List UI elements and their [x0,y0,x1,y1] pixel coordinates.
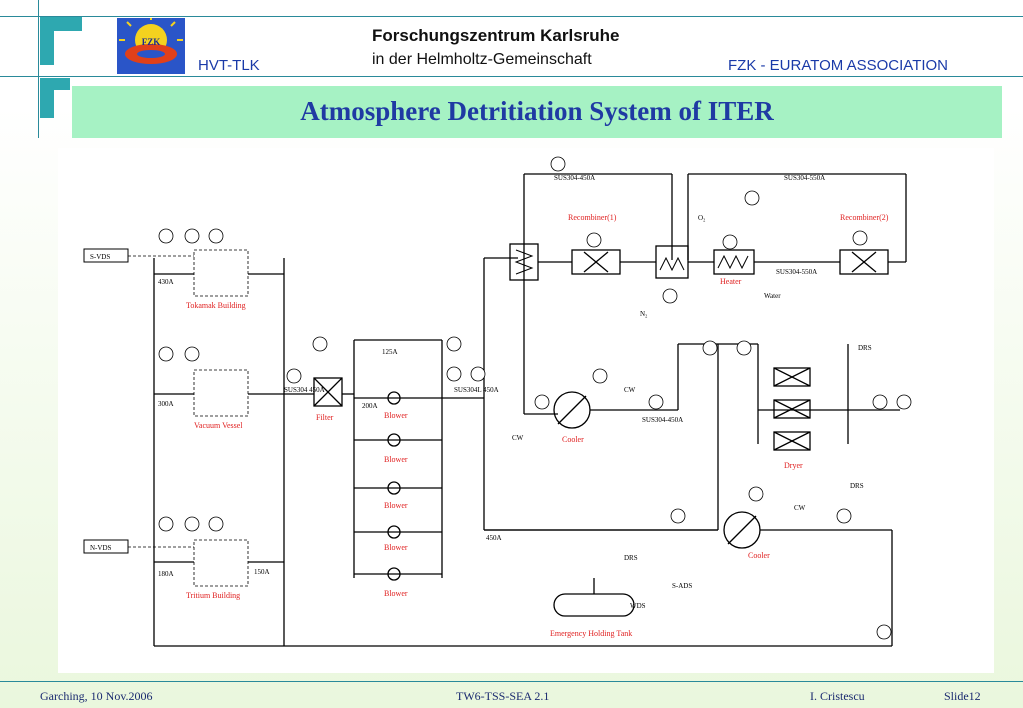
n2-label: N₂ [640,310,648,318]
inlet-nvds-label: N-VDS [90,544,111,552]
slide-title: Atmosphere Detritiation System of ITER [300,96,774,126]
footer-slide-number: Slide12 [944,689,981,703]
pipe-label-d: SUS304-450A [642,416,683,424]
drs-label-2: DRS [850,482,864,490]
footer-rule [0,681,1023,682]
fzk-logo: FZK [117,16,185,74]
header-top-rule [0,16,1023,17]
association-label: FZK - EURATOM ASSOCIATION [728,57,949,74]
flow-diagram-svg: S-VDS N-VDS SUS304-450A SUS304-550A SUS3… [83,156,912,647]
drs-label-1: DRS [858,344,872,352]
hvt-tlk-label: HVT-TLK [198,57,260,74]
blower-label-3: Blower [384,501,408,510]
logo-lettering: FZK [142,37,161,47]
heater-label: Heater [720,277,742,286]
dryer-label: Dryer [784,461,803,470]
recombiner2-label: Recombiner(2) [840,213,889,222]
title-bar [72,86,1002,138]
blower-label-4: Blower [384,543,408,552]
blower-label-1: Blower [384,411,408,420]
pipe-label-a: SUS304-450A [554,174,595,182]
cw-label-3: CW [794,504,806,512]
header-bottom-rule [0,76,1023,77]
corner-bracket-bottom-stem [40,78,54,118]
footer-author: I. Cristescu [810,689,865,703]
pipe-size-300: 300A [158,400,174,408]
filter-label: Filter [316,413,334,422]
cooler-label-1: Cooler [562,435,584,444]
footer-task: TW6-TSS-SEA 2.1 [456,689,550,703]
water-label: Water [764,292,781,300]
drs-label-3: DRS [624,554,638,562]
blower-label-2: Blower [384,455,408,464]
wds-label: WDS [630,602,646,610]
cooler-label-2: Cooler [748,551,770,560]
emergency-tank-label: Emergency Holding Tank [550,629,632,638]
inlet-svds-label: S-VDS [90,253,110,261]
org-name-line1: Forschungszentrum Karlsruhe [372,26,620,45]
pipe-size-125: 125A [382,348,398,356]
tokamak-building-label: Tokamak Building [186,301,246,310]
pipe-label-f: SUS304 450A [284,386,325,394]
pipe-label-b: SUS304-550A [784,174,825,182]
tritium-building-label: Tritium Building [186,591,240,600]
process-flow-diagram: S-VDS N-VDS SUS304-450A SUS304-550A SUS3… [58,148,994,673]
footer-location-date: Garching, 10 Nov.2006 [40,689,153,703]
o2-label: O₂ [698,214,706,222]
pipe-size-180: 180A [158,570,174,578]
cw-label-1: CW [512,434,524,442]
pipe-size-150: 150A [254,568,270,576]
sads-label: S-ADS [672,582,692,590]
pipe-label-c: SUS304-550A [776,268,817,276]
vacuum-vessel-label: Vacuum Vessel [194,421,243,430]
header-vertical-rule [38,0,39,138]
blower-label-5: Blower [384,589,408,598]
pipe-size-450: 450A [486,534,502,542]
pipe-size-430: 430A [158,278,174,286]
pipe-label-e: SUS304L 450A [454,386,499,394]
corner-bracket-top-stem [40,17,54,65]
org-name-line2: in der Helmholtz-Gemeinschaft [372,51,592,68]
cw-label-2: CW [624,386,636,394]
pipe-size-200: 200A [362,402,378,410]
recombiner1-label: Recombiner(1) [568,213,617,222]
